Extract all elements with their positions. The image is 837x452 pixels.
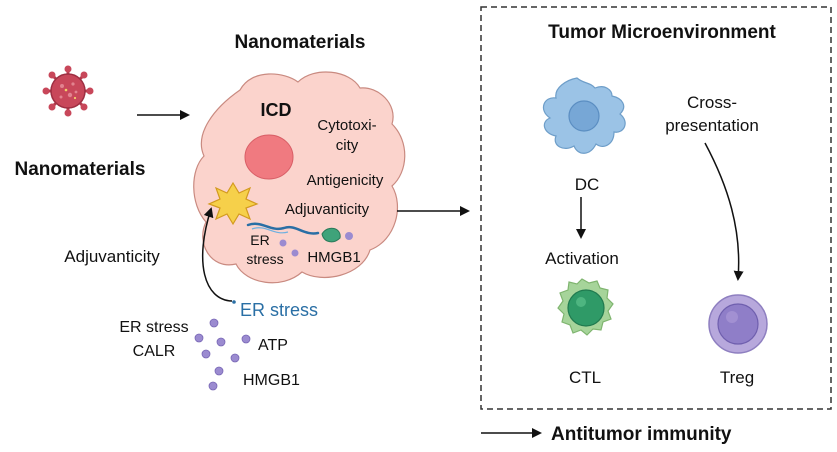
dc-nucleus	[568, 100, 600, 132]
ctl-nucleus	[567, 289, 605, 327]
tumor-cell	[193, 71, 406, 284]
hmgb1-left-label: HMGB1	[243, 372, 300, 389]
dot-icon	[232, 300, 236, 304]
er-stress-left-label: ER stress	[119, 319, 188, 336]
tme-box	[480, 6, 832, 410]
ctl-label: CTL	[569, 368, 601, 387]
cross-presentation-line2: presentation	[665, 116, 759, 135]
tme-title: Tumor Microenvironment	[548, 22, 776, 43]
dot-icon	[279, 239, 287, 247]
dc-label: DC	[575, 175, 600, 194]
adjuvanticity-label-left: Adjuvanticity	[64, 247, 160, 266]
dot-icon	[345, 232, 353, 240]
treg-label: Treg	[720, 368, 754, 387]
cross-presentation-line1: Cross-	[687, 93, 737, 112]
adjuvanticity-label-cell: Adjuvanticity	[285, 201, 370, 218]
nanomaterials-label-left: Nanomaterials	[15, 159, 146, 180]
icd-label: ICD	[261, 100, 292, 120]
nucleus	[244, 134, 294, 180]
hmgb1-cell-label: HMGB1	[307, 249, 360, 266]
nanoparticle-virus-icon	[42, 65, 94, 117]
er-stress-cell-line1: ER	[250, 232, 269, 248]
er-stress-cell-line2: stress	[246, 251, 283, 267]
arrow-to-treg	[704, 142, 744, 281]
calr-label: CALR	[133, 343, 176, 360]
cytotoxicity-line2: city	[336, 137, 359, 154]
dot-icon	[291, 249, 299, 257]
er-stress-blue-label: ER stress	[240, 300, 318, 320]
cytotoxicity-line1: Cytotoxi-	[317, 117, 376, 134]
atp-label: ATP	[258, 337, 288, 354]
cell-title: Nanomaterials	[235, 32, 366, 53]
hmgb1-protein-icon	[321, 227, 341, 243]
antigenicity-label: Antigenicity	[307, 172, 384, 189]
damp-dots	[194, 318, 251, 391]
antitumor-label: Antitumor immunity	[551, 424, 732, 445]
treg-nucleus	[717, 303, 759, 345]
damage-starburst-icon	[207, 181, 259, 226]
feedback-arrow	[201, 207, 233, 302]
strand-icon	[246, 222, 320, 235]
activation-label: Activation	[545, 249, 619, 268]
